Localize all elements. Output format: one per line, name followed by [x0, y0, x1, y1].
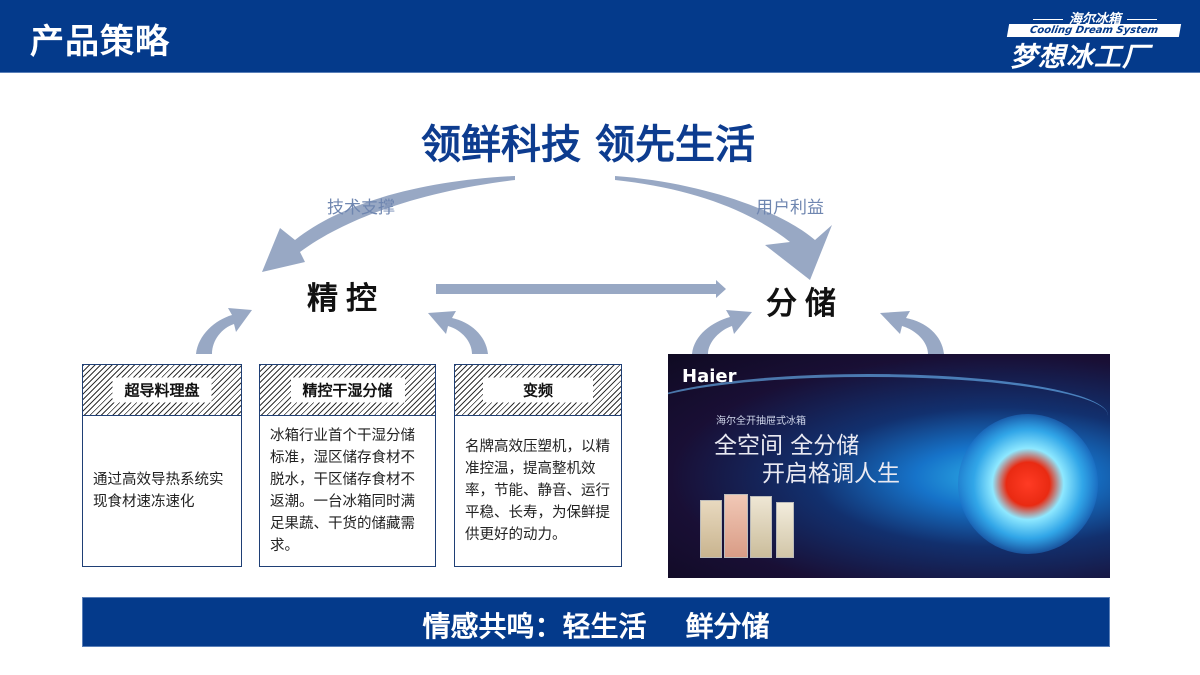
node-separate-storage: 分储	[766, 286, 844, 322]
arrow-label-tech-support: 技术支撑	[327, 198, 395, 218]
small-arrow-1-icon	[196, 308, 252, 354]
small-arrow-4-icon	[880, 311, 944, 354]
feature-card-1: 超导料理盘 通过高效导热系统实现食材速冻速化	[82, 364, 242, 567]
light-swoosh	[668, 374, 1108, 457]
fridge-icon	[724, 494, 748, 558]
node-precision-control: 精控	[307, 281, 385, 317]
card-title: 变频	[482, 377, 594, 403]
card-header: 超导料理盘	[83, 365, 241, 416]
feature-card-3: 变频 名牌高效压塑机，以精准控温，提高整机效率，节能、静音、运行平稳、长寿，为保…	[454, 364, 622, 567]
fridge-icon	[750, 496, 772, 558]
banner-headline-1: 全空间 全分储	[714, 433, 860, 459]
curved-arrow-right-icon	[615, 176, 832, 280]
straight-arrow-shaft-icon	[436, 284, 718, 294]
product-banner-image: Haier 海尔全开抽屉式冰箱 全空间 全分储 开启格调人生	[668, 354, 1110, 578]
brand-logo: 海尔冰箱 Cooling Dream System 梦想冰工厂	[1006, 8, 1184, 73]
fridge-icon	[776, 502, 794, 558]
card-body: 名牌高效压塑机，以精准控温，提高整机效率，节能、静音、运行平稳、长寿，为保鲜提供…	[465, 438, 610, 543]
logo-name: 梦想冰工厂	[1010, 42, 1150, 73]
card-title: 精控干湿分储	[290, 377, 405, 403]
card-body: 通过高效导热系统实现食材速冻速化	[93, 471, 224, 510]
banner-headline-2: 开启格调人生	[762, 461, 900, 487]
small-arrow-3-icon	[692, 310, 752, 354]
logo-brand-cn: 海尔冰箱	[1006, 8, 1184, 27]
card-header: 变频	[455, 365, 621, 416]
banner-brand: Haier	[682, 366, 737, 387]
footer-text: 情感共鸣：轻生活 鲜分储	[422, 610, 770, 643]
arrow-label-user-benefit: 用户利益	[756, 198, 824, 218]
card-title: 超导料理盘	[112, 377, 212, 403]
page-title: 产品策略	[30, 22, 170, 62]
slogan-heading: 领鲜科技 领先生活	[421, 122, 755, 168]
feature-card-2: 精控干湿分储 冰箱行业首个干湿分储标准，湿区储存食材不脱水，干区储存食材不返潮。…	[259, 364, 436, 567]
banner-subtitle: 海尔全开抽屉式冰箱	[716, 416, 806, 427]
card-body: 冰箱行业首个干湿分储标准，湿区储存食材不脱水，干区储存食材不返潮。一台冰箱同时满…	[270, 427, 415, 554]
straight-arrow-head-icon	[716, 280, 726, 298]
flower-graphic	[958, 414, 1098, 554]
emotional-resonance-bar: 情感共鸣：轻生活 鲜分储	[82, 597, 1110, 647]
curved-arrow-left-icon	[262, 176, 515, 272]
header-bar: 产品策略 海尔冰箱 Cooling Dream System 梦想冰工厂	[0, 0, 1200, 73]
small-arrow-2-icon	[428, 311, 488, 354]
fridge-icon	[700, 500, 722, 558]
card-header: 精控干湿分储	[260, 365, 435, 416]
